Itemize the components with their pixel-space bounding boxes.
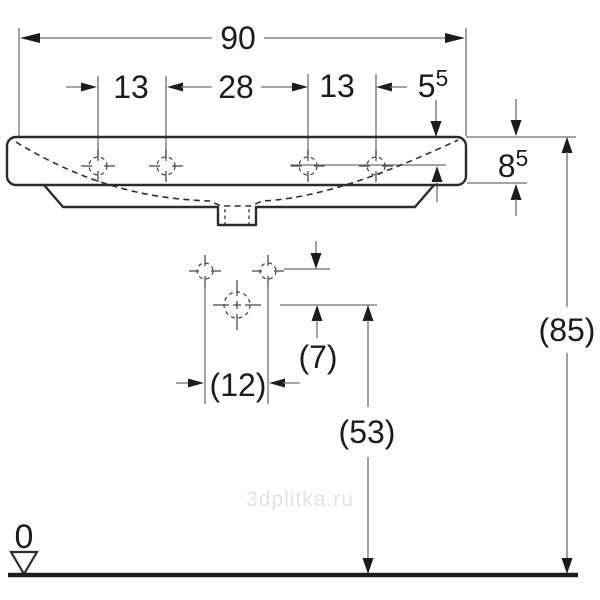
arrowhead-right-icon	[292, 82, 308, 92]
dim-5-5-label: 55	[418, 65, 449, 104]
arrowhead-down-icon	[310, 253, 322, 269]
dim-hole-offsets: 13 28 13 55	[66, 65, 448, 155]
arrowhead-down-icon	[561, 558, 573, 574]
floor-datum: 0	[8, 518, 578, 578]
dim-rim-thickness: 85	[466, 99, 576, 216]
dim-53-label: (53)	[339, 414, 396, 450]
dim-overall-width: 90	[18, 20, 467, 136]
tap-holes	[81, 150, 393, 182]
arrowhead-right-icon	[188, 378, 204, 388]
dim-85-label: (85)	[539, 312, 596, 348]
sink-underside-outline	[42, 183, 436, 227]
tap-hole-symbol-1	[81, 150, 115, 182]
dim-hole-depth-arrows	[290, 100, 446, 202]
arrowhead-up-icon	[510, 184, 522, 200]
arrowhead-up-icon	[362, 305, 374, 321]
tap-hole-symbol-4	[359, 150, 393, 182]
arrowhead-left-icon	[20, 33, 40, 43]
arrowhead-down-icon	[362, 558, 374, 574]
dim-13-right-label: 13	[319, 68, 355, 104]
datum-zero-label: 0	[15, 518, 34, 556]
fixing-hole-symbol-right	[252, 255, 284, 287]
tap-hole-symbol-2	[149, 150, 183, 182]
watermark-text: 3dplitka.ru	[246, 488, 354, 511]
installation-detail: (7) (12)	[176, 241, 377, 404]
arrowhead-right-icon	[81, 82, 97, 92]
dim-siphon-height: (53)	[339, 305, 396, 574]
sink-front-view	[5, 135, 468, 227]
dim-overall-height: (85)	[539, 137, 596, 574]
arrowhead-up-icon	[561, 137, 573, 153]
dim-13-left-label: 13	[113, 69, 149, 105]
dim-28-label: 28	[218, 69, 254, 105]
arrowhead-left-icon	[376, 82, 392, 92]
dim-8-5-label: 85	[498, 145, 529, 184]
arrowhead-up-icon	[311, 305, 323, 321]
sink-rim-outline	[5, 135, 468, 187]
arrowhead-left-icon	[167, 82, 183, 92]
siphon-circle-symbol	[213, 280, 261, 330]
dim-fixing-hole-spacing: (12)	[176, 367, 300, 403]
datum-triangle-icon	[9, 550, 39, 577]
arrowhead-right-icon	[445, 33, 465, 43]
basin-profile-hidden-curve	[15, 139, 459, 207]
dim-90-label: 90	[220, 20, 256, 56]
dim-12-label: (12)	[210, 367, 267, 403]
dim-hole-row-offset: (7)	[280, 241, 377, 375]
arrowhead-up-icon	[431, 166, 443, 182]
arrowhead-down-icon	[430, 121, 442, 137]
dim-7-label: (7)	[298, 339, 337, 375]
arrowhead-left-icon	[269, 378, 285, 388]
tap-hole-symbol-3	[291, 150, 325, 182]
arrowhead-down-icon	[510, 120, 522, 136]
